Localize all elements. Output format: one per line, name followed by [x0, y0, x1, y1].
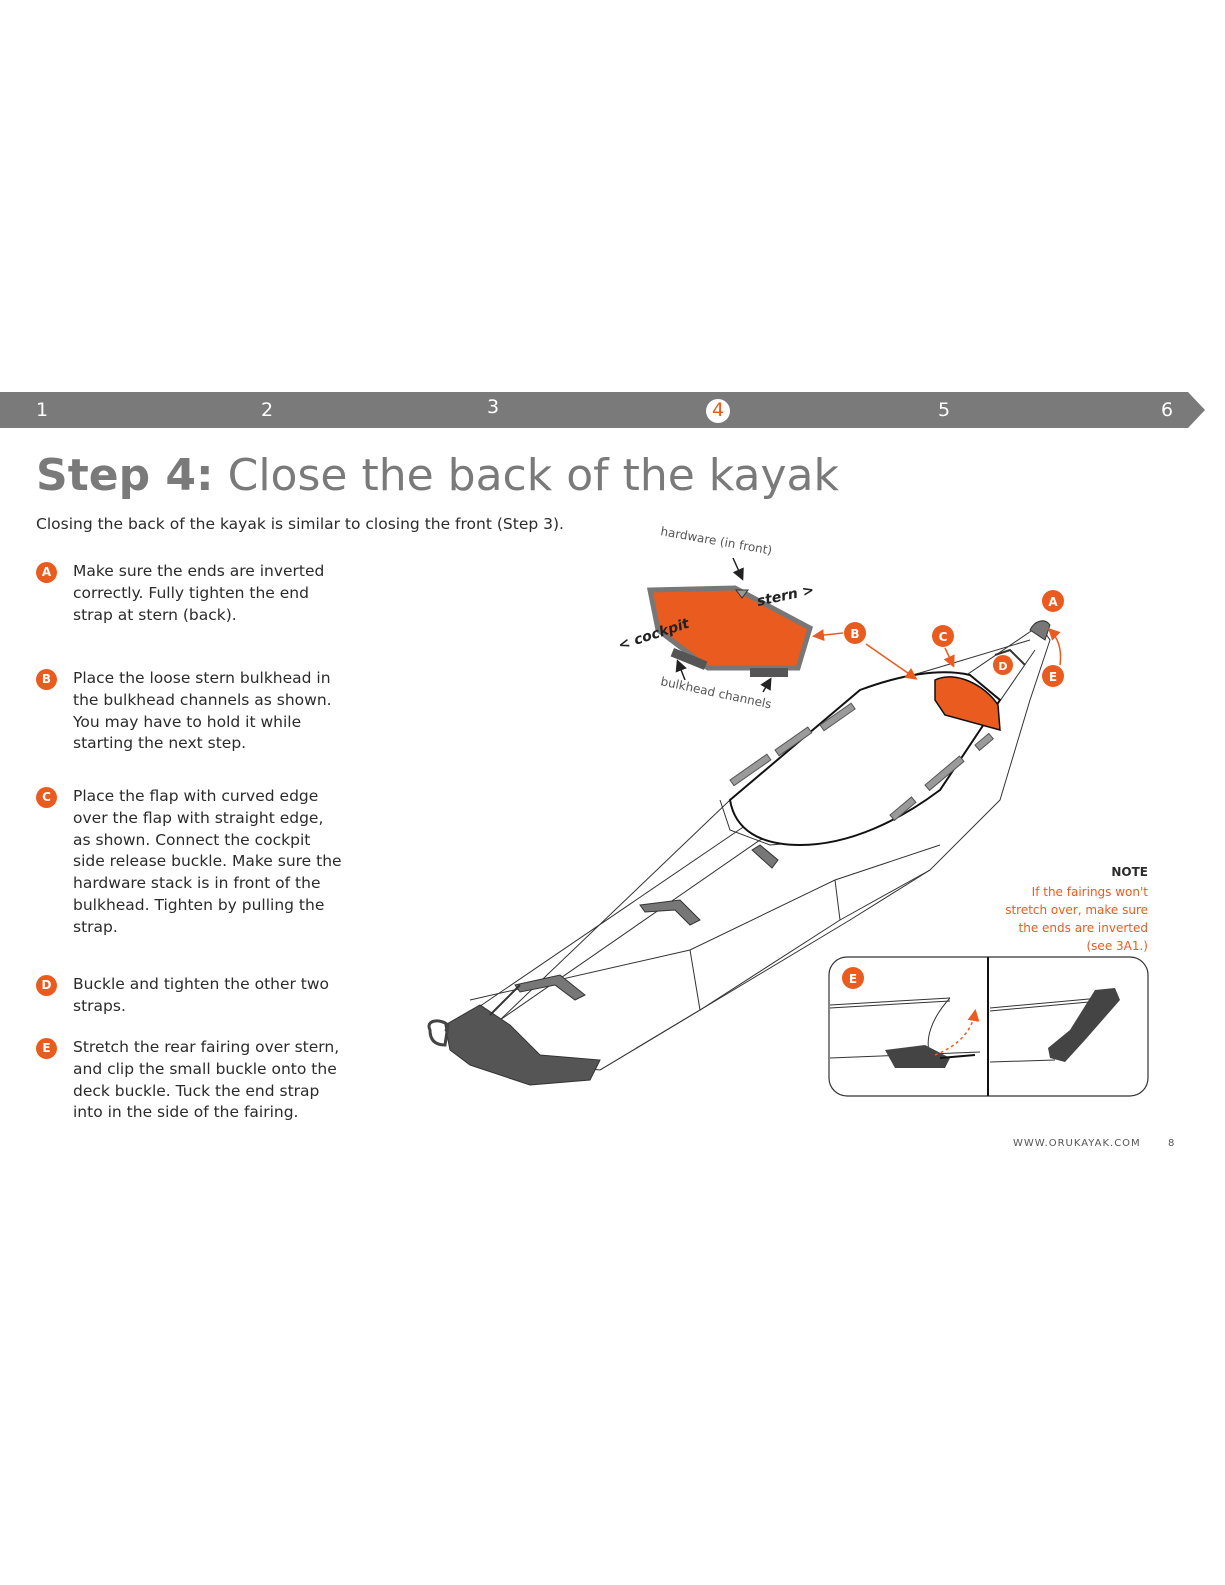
instruction-text-c: Place the flap with curved edge over the…: [73, 787, 342, 936]
bow-handle-icon: [427, 1019, 450, 1047]
step-progress-bar: 1 2 3 4 5 6: [0, 392, 1225, 428]
progress-step-5: 5: [938, 399, 951, 421]
hardware-stack-icon: [735, 589, 749, 599]
instruction-badge-c: C: [36, 787, 57, 808]
note-heading: NOTE: [1111, 865, 1148, 879]
bulkhead-channel-left: [670, 647, 708, 670]
kayak-diagram: hardware (in front) stern > < cockpit bu…: [427, 524, 1149, 1097]
progress-bar-shape: [0, 392, 1205, 428]
fairing-inset: E: [828, 956, 1149, 1097]
callout-e-arrow: [1047, 627, 1062, 666]
callout-a: A: [1042, 590, 1064, 612]
callout-c: C: [932, 625, 954, 647]
stern-fairing: [1029, 620, 1051, 641]
callout-b-arrow-left: [812, 629, 844, 642]
page-number: 8: [1168, 1138, 1175, 1149]
instruction-text-a: Make sure the ends are inverted correctl…: [73, 562, 325, 624]
progress-step-3: 3: [487, 396, 500, 418]
channel-arrow-left: [675, 659, 687, 681]
progress-step-4: 4: [712, 399, 725, 421]
callout-b-letter: B: [850, 627, 859, 641]
callout-d: D: [993, 655, 1013, 675]
progress-step-2: 2: [261, 399, 274, 421]
progress-step-6: 6: [1161, 399, 1174, 421]
note-text: If the fairings won't stretch over, make…: [1005, 885, 1148, 953]
instruction-badge-b: B: [36, 669, 57, 690]
callout-c-arrow: [943, 647, 955, 668]
callout-e: E: [1042, 665, 1064, 687]
instruction-badge-d: D: [36, 975, 57, 996]
progress-active-marker: [706, 399, 730, 423]
stern-bulkhead-installed: [934, 676, 1001, 732]
progress-step-1: 1: [36, 399, 49, 421]
page-title-prefix: Step 4:: [36, 450, 214, 501]
instruction-text-d: Buckle and tighten the other two straps.: [73, 975, 330, 1015]
stern-label: stern >: [756, 582, 816, 610]
callout-c-letter: C: [939, 630, 948, 644]
instruction-text-b: Place the loose stern bulkhead in the bu…: [73, 669, 332, 753]
bow-fairing: [444, 1004, 601, 1086]
bulkhead-channel-right: [750, 668, 788, 677]
inset-callout-letter: E: [849, 972, 857, 986]
callout-a-letter: A: [1048, 595, 1058, 609]
instruction-badge-e: E: [36, 1038, 57, 1059]
bulkhead-channels-label: bulkhead channels: [659, 674, 772, 711]
callout-d-letter: D: [998, 660, 1007, 673]
intro-text: Closing the back of the kayak is similar…: [36, 515, 564, 533]
callout-b: B: [844, 622, 866, 644]
instruction-text-e: Stretch the rear fairing over stern, and…: [73, 1038, 340, 1122]
callout-b-arrow-right: [865, 643, 918, 680]
loose-stern-bulkhead: [646, 585, 813, 671]
straps: [489, 648, 1026, 1016]
page-title-text: Close the back of the kayak: [227, 450, 839, 501]
instruction-badge-a: A: [36, 562, 57, 583]
callout-e-letter: E: [1049, 670, 1057, 684]
bulkhead-channels-kayak: [729, 702, 994, 822]
hardware-arrow: [732, 557, 744, 581]
footer-website: WWW.ORUKAYAK.COM: [1013, 1138, 1141, 1149]
channel-arrow-right: [760, 677, 772, 693]
page-title: Step 4: Close the back of the kayak: [36, 450, 839, 501]
hardware-label: hardware (in front): [659, 524, 773, 557]
